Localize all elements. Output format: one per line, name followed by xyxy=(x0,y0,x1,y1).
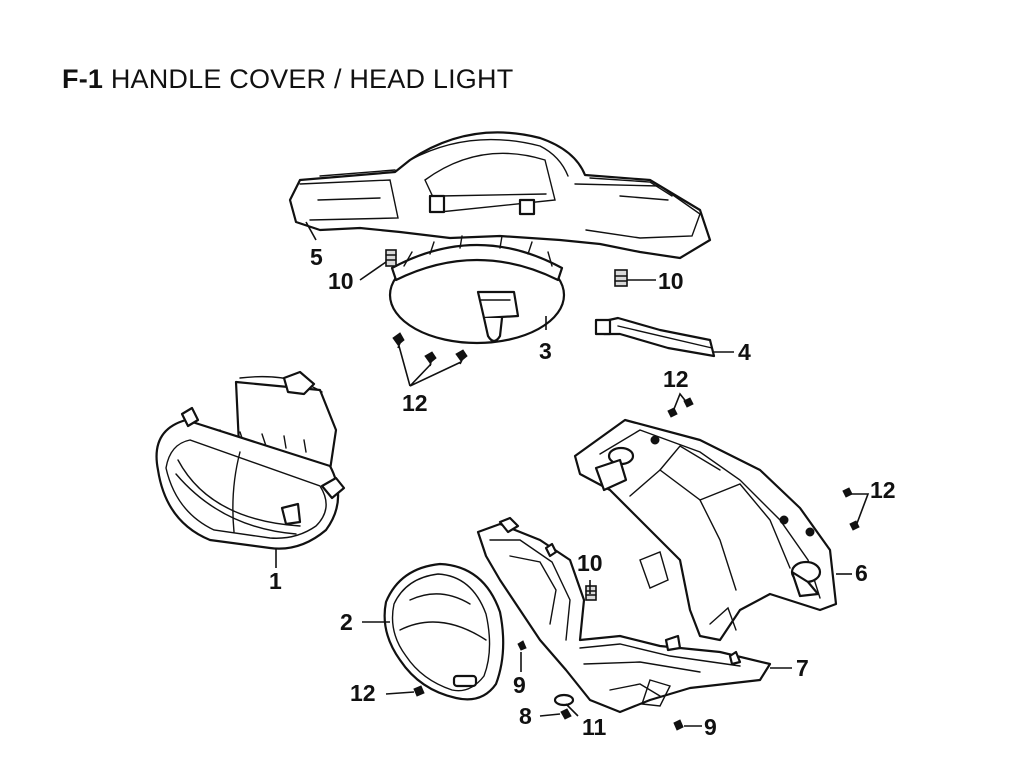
part-wire-harness xyxy=(594,316,716,358)
hardware-clips-10 xyxy=(385,249,628,601)
leader-lines xyxy=(275,221,870,727)
callout-3: 3 xyxy=(539,338,552,364)
callout-7: 7 xyxy=(796,655,809,681)
callout-10-top-right: 10 xyxy=(658,268,684,294)
figure-code: F-1 xyxy=(62,64,104,94)
callout-9-left: 9 xyxy=(513,672,526,698)
hardware-misc-8-9-11 xyxy=(517,640,684,731)
callout-6: 6 xyxy=(855,560,868,586)
part-handle-cover-front xyxy=(288,131,712,260)
callout-4: 4 xyxy=(738,339,751,365)
callout-11: 11 xyxy=(582,714,607,740)
callout-12-left: 12 xyxy=(402,390,428,416)
callout-1: 1 xyxy=(269,568,282,594)
diagram-title: F-1 HANDLE COVER / HEAD LIGHT xyxy=(62,62,513,96)
part-headlight-unit xyxy=(155,370,346,550)
part-handle-cover-rear xyxy=(573,418,838,642)
callout-12-center: 12 xyxy=(663,366,689,392)
hardware-screws-12 xyxy=(392,332,860,697)
callout-8: 8 xyxy=(519,703,532,729)
callout-2: 2 xyxy=(340,609,353,635)
part-lower-cover xyxy=(476,516,772,714)
callout-labels: 5 10 10 3 4 12 12 12 1 10 6 2 7 9 12 8 1… xyxy=(269,244,896,740)
figure-title: HANDLE COVER / HEAD LIGHT xyxy=(110,64,514,94)
callout-10-top-left: 10 xyxy=(328,268,354,294)
part-meter-assembly xyxy=(388,235,566,345)
callout-5: 5 xyxy=(310,244,323,270)
callout-9-right: 9 xyxy=(704,714,717,740)
part-headlight-rim xyxy=(383,562,505,701)
callout-12-bottom: 12 xyxy=(350,680,376,706)
callout-12-right: 12 xyxy=(870,477,896,503)
callout-10-lower: 10 xyxy=(577,550,603,576)
